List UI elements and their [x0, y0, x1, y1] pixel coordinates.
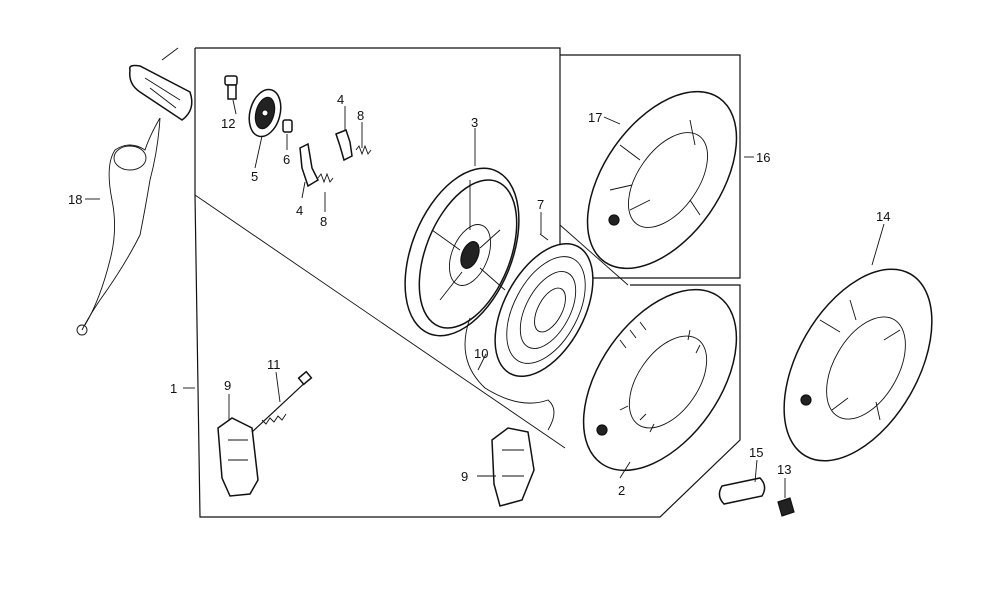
callout-2: 2	[618, 483, 625, 498]
ratchet-pawl-4-upper	[335, 129, 353, 162]
starter-rope-10	[464, 317, 555, 431]
callout-7: 7	[537, 197, 544, 212]
callout-4-lower: 4	[296, 203, 303, 218]
callout-14: 14	[876, 209, 890, 224]
callout-16: 16	[756, 150, 770, 165]
guide-bolt-11	[251, 370, 313, 433]
callout-labels: 1 2 3 4 4 5 6 7 8 8 9 9 10 11 12 13 14 1…	[68, 92, 890, 498]
spring-8-lower	[317, 172, 334, 184]
callout-11: 11	[267, 357, 281, 372]
recoil-spring-7	[494, 233, 594, 378]
callout-8-lower: 8	[320, 214, 327, 229]
ratchet-plate-5	[248, 88, 282, 138]
callout-12: 12	[221, 116, 235, 131]
callout-9-left: 9	[224, 378, 231, 393]
callout-1: 1	[170, 381, 177, 396]
starter-case-14	[783, 268, 933, 462]
callout-18: 18	[68, 192, 82, 207]
callout-10: 10	[474, 346, 488, 361]
leader-lines	[85, 99, 885, 498]
callout-5: 5	[251, 169, 258, 184]
ratchet-pawl-4-lower	[299, 142, 319, 188]
bolt-12	[224, 75, 238, 100]
callout-17: 17	[588, 110, 602, 125]
callout-9-right: 9	[461, 469, 468, 484]
callout-4-upper: 4	[337, 92, 344, 107]
starter-case-2	[582, 288, 738, 472]
callout-6: 6	[283, 152, 290, 167]
bolt-13	[777, 497, 795, 517]
starter-reel-3	[404, 167, 520, 337]
spring-8-upper	[355, 144, 372, 156]
collar-15	[718, 477, 766, 505]
callout-8-upper: 8	[357, 108, 364, 123]
rope-guide-9-left	[217, 417, 259, 497]
spring-clip-6	[282, 119, 293, 133]
callout-3: 3	[471, 115, 478, 130]
starter-case-16	[586, 90, 738, 270]
starter-handle-rope	[76, 47, 193, 336]
callout-15: 15	[749, 445, 763, 460]
callout-13: 13	[777, 462, 791, 477]
rope-guide-9-right	[491, 427, 535, 507]
